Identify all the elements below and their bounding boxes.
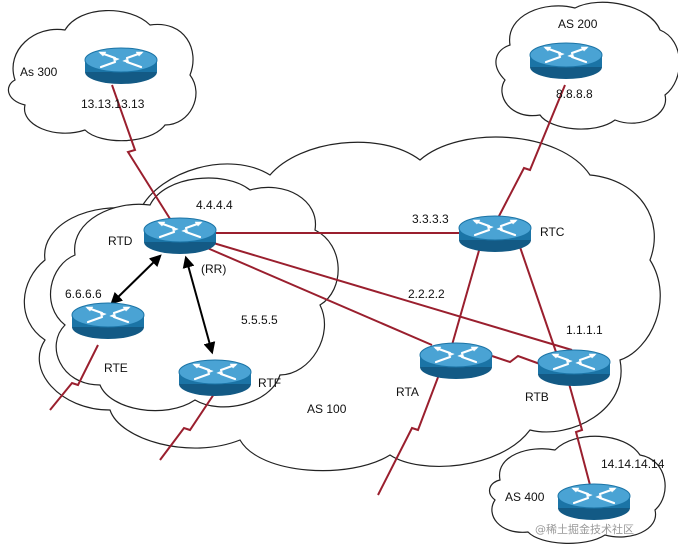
- as300-label: As 300: [20, 65, 58, 79]
- rte-router-icon: [70, 301, 146, 341]
- rta-router-icon: [418, 341, 494, 381]
- link-rtc-rtb: [519, 246, 557, 353]
- as300-router-icon: [83, 46, 159, 86]
- rtb-router-icon: [536, 348, 612, 388]
- rtf-name: RTF: [258, 376, 281, 390]
- rtb-ip: 1.1.1.1: [566, 323, 603, 337]
- rtf-ip: 5.5.5.5: [241, 313, 278, 327]
- rr-arrow-rtd-rtf: [182, 255, 216, 355]
- link-rtd-rta: [204, 246, 433, 346]
- link-rtc-rta: [451, 246, 481, 346]
- as100-label: AS 100: [307, 402, 347, 416]
- rtd-name: RTD: [108, 234, 133, 248]
- link-as300-rtd: [111, 84, 173, 223]
- rtf-router-icon: [177, 358, 253, 398]
- rtc-ip: 3.3.3.3: [412, 212, 449, 226]
- as400-router-icon: [556, 482, 632, 522]
- watermark-text: @稀土掘金技术社区: [535, 522, 634, 536]
- as300-router-ip: 13.13.13.13: [81, 97, 145, 111]
- rtc-name: RTC: [540, 225, 565, 239]
- as200-router-icon: [528, 41, 604, 81]
- as400-router-ip: 14.14.14.14: [601, 457, 665, 471]
- as200-router-ip: 8.8.8.8: [556, 87, 593, 101]
- link-rte-stub: [49, 344, 99, 411]
- rtd-role: (RR): [201, 262, 226, 276]
- rta-name: RTA: [396, 385, 419, 399]
- rtd-ip: 4.4.4.4: [196, 198, 233, 212]
- link-rta-stub: [377, 371, 441, 496]
- rtb-name: RTB: [525, 390, 549, 404]
- link-rtd-rtb: [209, 241, 573, 351]
- link-as200-rtc: [497, 84, 566, 219]
- link-rtb-as400: [567, 379, 591, 486]
- as400-label: AS 400: [505, 490, 545, 504]
- rr-arrow-rtd-rte: [110, 254, 162, 305]
- rte-ip: 6.6.6.6: [65, 287, 102, 301]
- as200-label: AS 200: [558, 17, 598, 31]
- rta-ip: 2.2.2.2: [408, 287, 445, 301]
- rte-name: RTE: [104, 361, 128, 375]
- link-rtf-stub: [159, 387, 219, 461]
- rtc-router-icon: [457, 214, 533, 254]
- links: [49, 84, 591, 496]
- rtd-router-icon: [142, 216, 218, 256]
- link-rta-rtb: [491, 354, 541, 365]
